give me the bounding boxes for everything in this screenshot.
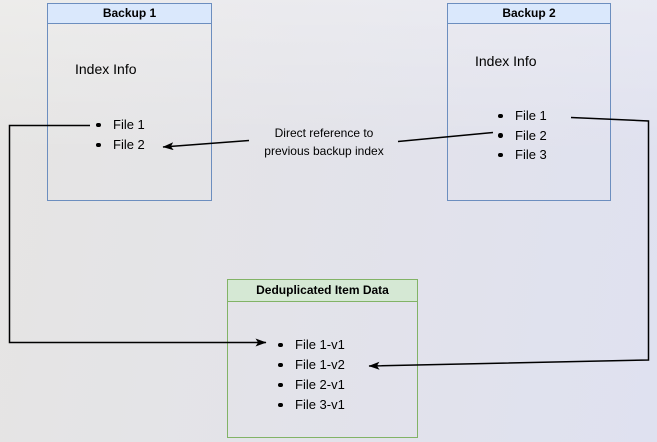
backup2-box: Backup 2 — [447, 3, 611, 201]
file-item: File 3 — [490, 145, 547, 165]
file-item: File 1 — [88, 115, 145, 135]
annotation-line2: previous backup index — [264, 144, 384, 158]
file-item: File 3-v1 — [270, 395, 345, 415]
file-item: File 1-v1 — [270, 335, 345, 355]
file-item: File 1-v2 — [270, 355, 345, 375]
backup1-file-list: File 1 File 2 — [88, 115, 145, 155]
backup1-title: Backup 1 — [102, 6, 157, 20]
backup2-file-list: File 1 File 2 File 3 — [490, 106, 547, 165]
backup1-header: Backup 1 — [48, 4, 211, 24]
annotation-line1: Direct reference to — [274, 126, 374, 140]
dedup-header: Deduplicated Item Data — [228, 280, 417, 302]
file-item: File 1 — [490, 106, 547, 126]
file-item: File 2 — [490, 126, 547, 146]
backup1-index-info-label: Index Info — [75, 61, 137, 77]
dedup-file-list: File 1-v1 File 1-v2 File 2-v1 File 3-v1 — [270, 335, 345, 415]
direct-reference-annotation: Direct reference to previous backup inde… — [242, 124, 406, 160]
backup2-index-info-label: Index Info — [475, 53, 537, 69]
backup2-header: Backup 2 — [448, 4, 610, 24]
backup2-title: Backup 2 — [502, 6, 556, 20]
file-item: File 2 — [88, 135, 145, 155]
file-item: File 2-v1 — [270, 375, 345, 395]
dedup-title: Deduplicated Item Data — [256, 283, 389, 297]
backup1-box: Backup 1 — [47, 3, 212, 201]
